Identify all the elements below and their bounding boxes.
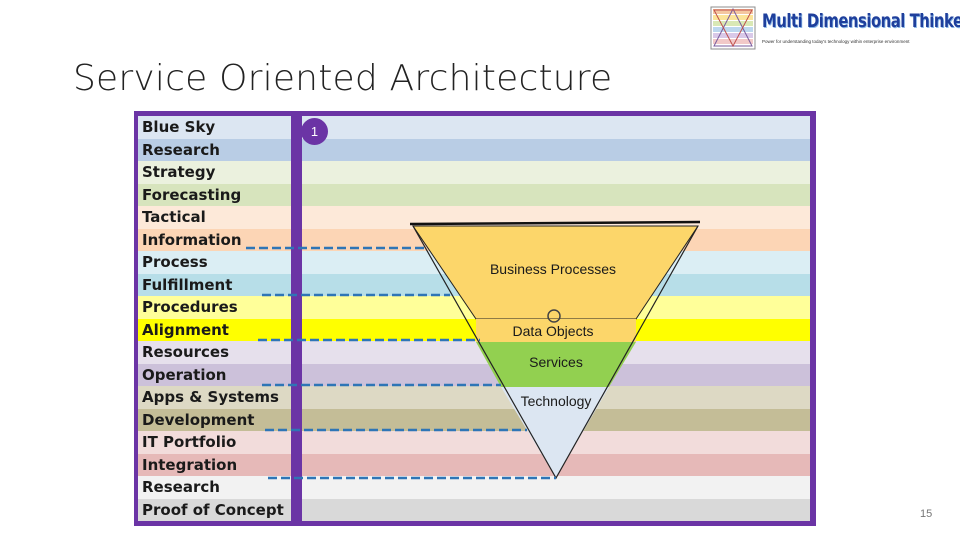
pyramid-services [476,342,636,387]
pyramid-top-edge [409,220,701,226]
layer-label: Forecasting [138,183,291,206]
pyramid-label-services: Services [529,354,583,370]
layer-label: Process [138,251,291,274]
pyramid-label-business-processes: Business Processes [489,261,617,277]
layer-label: Strategy [138,161,291,184]
data-objects-node-icon [547,309,561,323]
logo-mark-icon [710,6,756,50]
layer-band [302,116,810,139]
step-marker: 1 [301,118,328,145]
layer-label: Operation [138,363,291,386]
layer-label: Fulfillment [138,273,291,296]
layer-band [302,476,810,499]
pyramid-label-data-objects: Data Objects [512,323,594,339]
pyramid-label-technology: Technology [520,393,592,409]
layer-label: IT Portfolio [138,431,291,454]
layer-label: Alignment [138,318,291,341]
layer-label: Proof of Concept [138,498,291,521]
layer-label: Research [138,476,291,499]
logo-text: Multi Dimensional Thinkers [762,10,960,32]
layer-band [302,498,810,521]
layer-label: Information [138,228,291,251]
layer-label: Integration [138,453,291,476]
layer-label: Tactical [138,206,291,229]
pyramid-data-objects [476,319,636,342]
layer-label: Resources [138,341,291,364]
logo-tagline: Power for understanding today's technolo… [762,39,910,44]
pyramid-technology [501,387,609,478]
layer-band [302,138,810,161]
layer-label: Research [138,138,291,161]
company-logo: Multi Dimensional Thinkers Power for und… [710,6,960,50]
layer-label: Development [138,408,291,431]
layer-label: Blue Sky [138,116,291,139]
layer-band [302,183,810,206]
slide-title: Service Oriented Architecture [73,58,613,99]
layer-label: Procedures [138,296,291,319]
layer-label: Apps & Systems [138,386,291,409]
page-number: 15 [920,508,933,520]
layer-band [302,161,810,184]
